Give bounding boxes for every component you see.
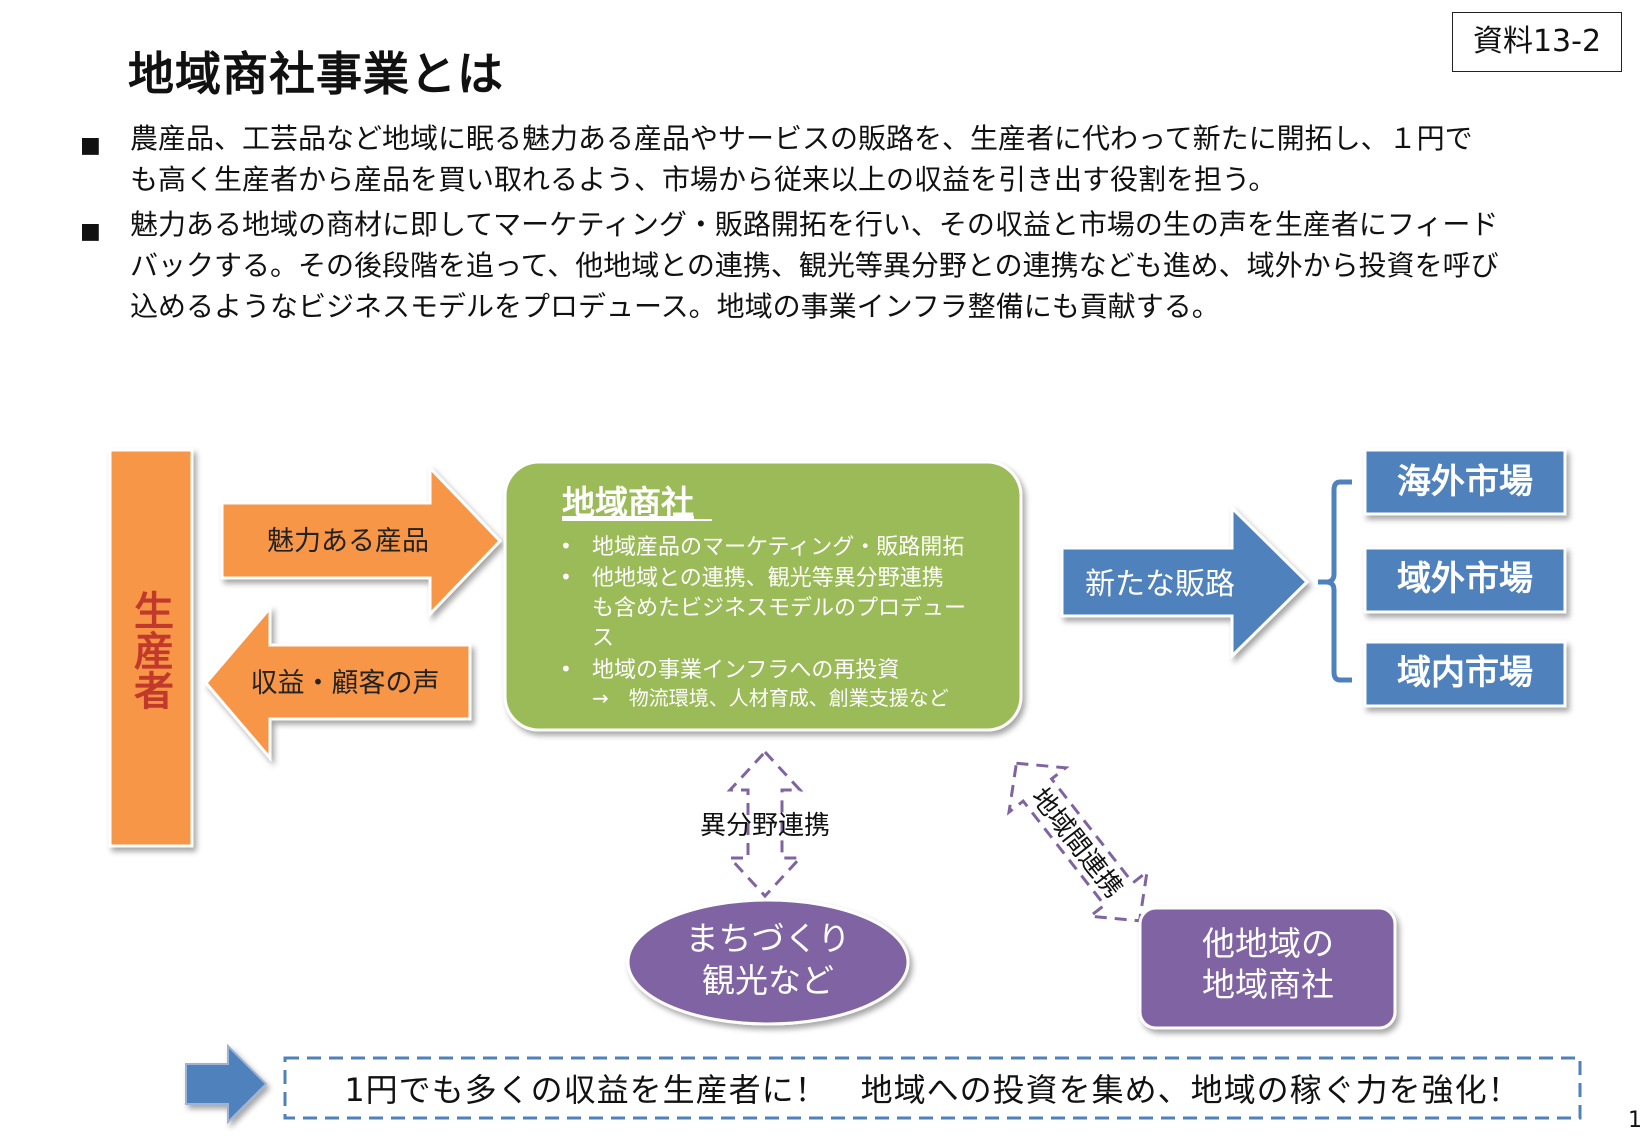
- bullet-square-icon: ■: [80, 219, 101, 244]
- new-channel-label: 新たな販路: [1085, 567, 1235, 602]
- producer-bar: [108, 448, 194, 848]
- document-id-box: 資料13-2: [1452, 12, 1622, 72]
- company-title: 地域商社: [562, 483, 694, 522]
- company-item-2-cont: も含めたビジネスモデルのプロデュー: [592, 596, 966, 621]
- company-item-3-sub: → 物流環境、人材育成、創業支援など: [592, 686, 949, 710]
- market-label-inside-region: 域内市場: [1397, 653, 1533, 693]
- revenue-feedback-label: 収益・顧客の声: [251, 668, 440, 699]
- bullet-1: ■ 農産品、工芸品など地域に眠る魅力ある産品やサービスの販路を、生産者に代わって…: [80, 118, 1580, 208]
- market-box-outside-region: [1363, 546, 1567, 614]
- bullet-2-line-3: 込めるようなビジネスモデルをプロデュース。地域の事業インフラ整備にも貢献する。: [130, 290, 1220, 323]
- company-bullet-dot-3: •: [560, 657, 572, 681]
- company-bullet-dot-1: •: [560, 534, 572, 558]
- regional-trading-company-box: [503, 460, 1023, 732]
- company-item-2: 他地域との連携、観光等異分野連携: [592, 566, 944, 591]
- company-item-2-cont2: ス: [592, 626, 614, 651]
- bullet-1-line-2: も高く生産者から産品を買い取れるよう、市場から従来以上の収益を引き出す役割を担う…: [130, 163, 1277, 196]
- town-tourism-line-1: まちづくり: [686, 919, 851, 958]
- company-bullet-dot-2: •: [560, 565, 572, 589]
- footer-message: 1円でも多くの収益を生産者に！ 地域への投資を集め、地域の稼ぐ力を強化！: [344, 1071, 1521, 1109]
- cross-field-link-label: 異分野連携: [700, 811, 830, 841]
- attractive-products-label: 魅力ある産品: [267, 526, 429, 557]
- market-label-overseas: 海外市場: [1397, 462, 1533, 502]
- markets-bracket: [1318, 479, 1352, 683]
- page-number: 1: [1628, 1108, 1642, 1133]
- footer-arrow-icon: [185, 1043, 268, 1125]
- bullet-square-icon: ■: [80, 133, 101, 158]
- page-title: 地域商社事業とは: [128, 47, 504, 101]
- new-channel-arrow: [1060, 504, 1310, 660]
- bullet-1-line-1: 農産品、工芸品など地域に眠る魅力ある産品やサービスの販路を、生産者に代わって新た…: [130, 122, 1473, 155]
- company-item-1: 地域産品のマーケティング・販路開拓: [592, 535, 964, 560]
- town-tourism-ellipse: [626, 898, 910, 1026]
- company-item-3: 地域の事業インフラへの再投資: [592, 658, 899, 683]
- bullet-2: ■ 魅力ある地域の商材に即してマーケティング・販路開拓を行い、その収益と市場の生…: [80, 204, 1580, 334]
- inter-region-link-label: 地域間連携: [1025, 783, 1129, 904]
- other-region-company-box: [1138, 906, 1397, 1030]
- footer-dashed-box: [283, 1056, 1582, 1120]
- bullet-2-line-2: バックする。その後段階を追って、他地域との連携、観光等異分野との連携なども進め、…: [130, 249, 1499, 282]
- inter-region-double-arrow: 地域間連携: [1006, 761, 1150, 923]
- bullet-2-line-1: 魅力ある地域の商材に即してマーケティング・販路開拓を行い、その収益と市場の生の声…: [130, 208, 1499, 241]
- producer-label: 生産者: [108, 590, 192, 719]
- market-label-outside-region: 域外市場: [1397, 559, 1533, 599]
- cross-field-double-arrow: [726, 749, 804, 899]
- market-box-overseas: [1363, 448, 1567, 516]
- town-tourism-line-2: 観光など: [702, 961, 834, 1000]
- attractive-products-arrow: [220, 464, 503, 618]
- revenue-feedback-arrow: [204, 603, 472, 763]
- market-box-inside-region: [1363, 640, 1567, 708]
- other-region-company-line-1: 他地域の: [1202, 924, 1334, 963]
- other-region-company-line-2: 地域商社: [1202, 965, 1334, 1004]
- producer-text: 生産者: [127, 590, 173, 710]
